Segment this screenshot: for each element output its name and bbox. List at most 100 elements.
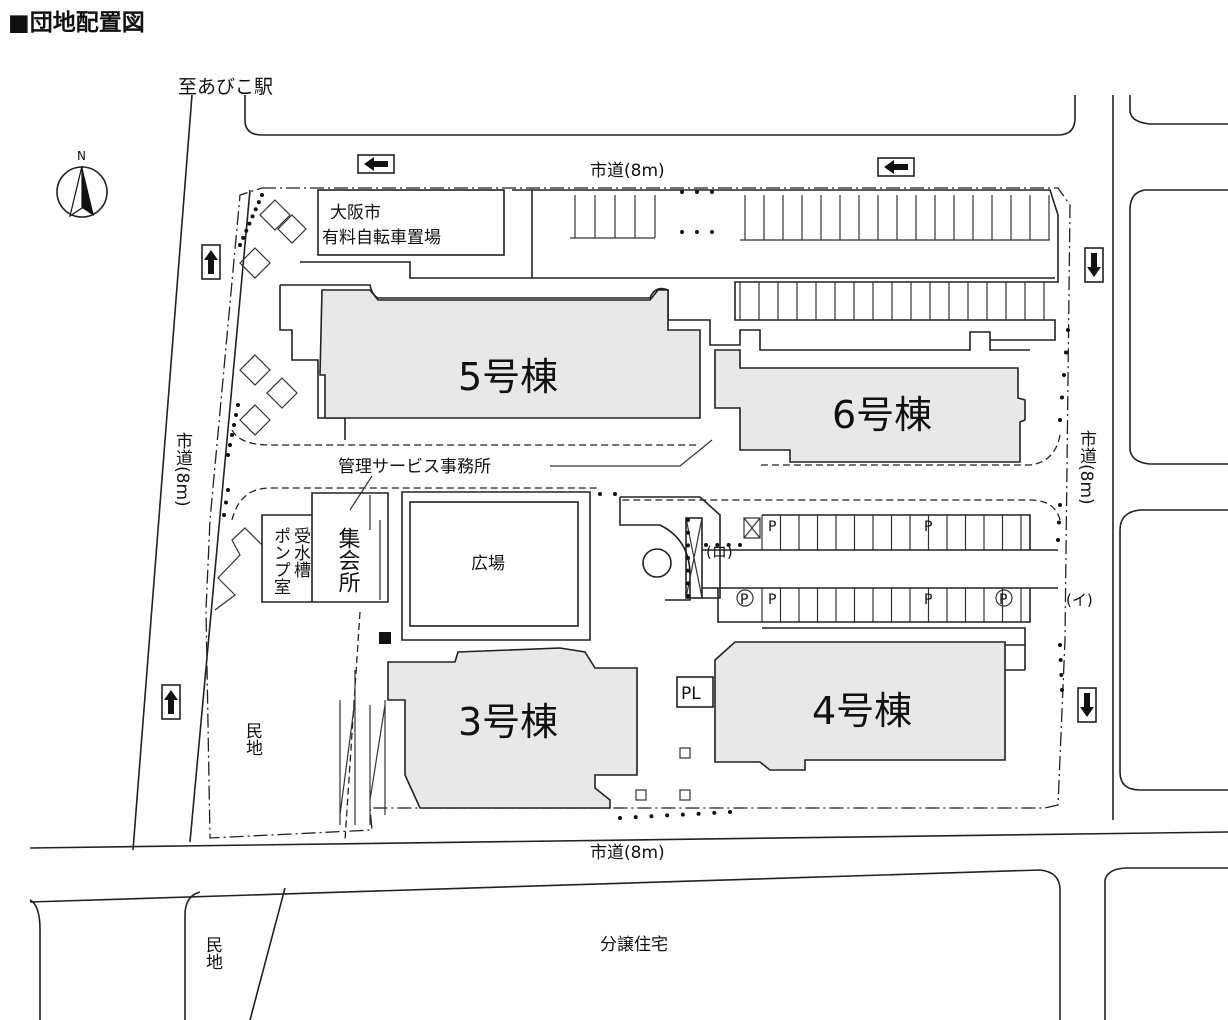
hedge-dot [710, 230, 714, 234]
hedge-dot [686, 594, 690, 598]
building-4-label: 4号棟 [812, 689, 912, 733]
plaza-label: 広場 [471, 554, 505, 574]
hedge-dot [253, 207, 258, 212]
hedge-dot [686, 543, 690, 548]
condo-label: 分譲住宅 [600, 935, 668, 955]
marker-icon [379, 632, 391, 644]
hedge-dot [1059, 673, 1064, 677]
entrance-i-label: (イ) [1066, 591, 1093, 609]
hedge-dot [260, 193, 264, 197]
hedge-dot [738, 543, 742, 547]
community-hall-label: 集会所 [335, 527, 361, 593]
hedge-dot [598, 492, 602, 496]
hedge-dot [695, 190, 699, 194]
north-compass-icon: N [56, 149, 108, 218]
hedge-dot [244, 228, 249, 233]
parking-sign: P [999, 592, 1007, 608]
parking-stalls-middle [761, 515, 1022, 622]
building-4[interactable]: 4号棟 [714, 641, 1006, 771]
hedge-dot [613, 492, 617, 496]
hedge-dot [618, 816, 622, 820]
building-3-label: 3号棟 [458, 700, 558, 744]
hedge-dot [633, 815, 638, 820]
hedge-dot [686, 518, 690, 522]
hedge-dot [686, 581, 690, 586]
plaza[interactable]: 広場 [401, 491, 591, 641]
private-land-label-1: 民地 [242, 722, 263, 756]
hedge-dot [695, 230, 699, 234]
building-3[interactable]: 3号棟 [387, 647, 638, 809]
road-label-left: 市道(8m) [172, 432, 193, 507]
hedge-dot [665, 813, 670, 818]
hedge-dot [686, 556, 690, 560]
playlot[interactable]: PL [635, 676, 714, 801]
hedge-dot [1056, 538, 1060, 542]
hedge-dot [649, 814, 654, 819]
road-label-right: 市道(8m) [1076, 430, 1097, 505]
hedge-dot [715, 543, 720, 547]
hedge-dot [1058, 503, 1062, 507]
parking-sign: P [768, 519, 776, 535]
building-6[interactable]: 6号棟 [714, 349, 1026, 463]
hedge-dot [224, 500, 228, 505]
hedge-dot [680, 812, 685, 817]
hedge-dot [1064, 350, 1068, 355]
hedge-dot [228, 443, 232, 447]
community-hall[interactable]: 集会所 受水槽 ポンプ室 [261, 492, 389, 603]
playlot-label: PL [681, 684, 701, 704]
bicycle-parking-label-2: 有料自転車置場 [322, 228, 441, 248]
parking-sign: P [768, 592, 776, 608]
bicycle-parking [239, 189, 533, 436]
hedge-dot [232, 423, 236, 427]
entrance-ro-label: (ロ) [706, 543, 733, 561]
hedge-dot [247, 221, 252, 226]
parking-sign: P [740, 592, 748, 608]
road-label-bottom: 市道(8m) [590, 843, 665, 863]
hedge-dot [222, 513, 226, 517]
hedge-dot [226, 488, 230, 492]
hedge-dot [686, 568, 690, 573]
hedge-dot [250, 214, 255, 219]
hedge-dot [686, 530, 690, 535]
hedge-dot [728, 810, 732, 814]
hedge-dot [1066, 328, 1070, 332]
hedge-dot [256, 200, 261, 205]
hedge-dot [234, 413, 238, 417]
hedge-dot [704, 543, 708, 547]
hedge-dot [680, 190, 684, 194]
road-label-top: 市道(8m) [590, 161, 665, 181]
pump-room-label: ポンプ室 [270, 527, 290, 595]
roads [29, 94, 1228, 1020]
parking-signs: P P P P P P [736, 519, 1013, 608]
hedge-dot [1060, 395, 1064, 400]
hedge-dot [238, 243, 242, 247]
building-5-label: 5号棟 [458, 355, 558, 399]
hedge-dot [680, 230, 684, 234]
hedge-dot [1058, 658, 1063, 662]
hedge-dot [1060, 688, 1064, 692]
hedge-dot [1062, 373, 1066, 377]
hedge-dot [726, 543, 731, 547]
hedge-dot [712, 810, 717, 815]
hedge-dot [1057, 520, 1061, 525]
site-boundary [205, 187, 1071, 839]
office-label: 管理サービス事務所 [338, 457, 491, 477]
parking-sign: P [924, 519, 932, 535]
direction-label: 至あびこ駅 [178, 76, 273, 98]
hedge-dot [241, 235, 246, 240]
building-5[interactable]: 5号棟 [319, 289, 701, 419]
hedge-dot [1058, 643, 1062, 647]
building-6-label: 6号棟 [832, 393, 932, 437]
map-title: ■団地配置図 [8, 10, 145, 36]
hedge-dot [226, 453, 230, 457]
parking-stalls-top [570, 195, 1050, 320]
hedge-dot [230, 433, 234, 437]
north-label: N [77, 149, 86, 163]
parking-sign: P [924, 592, 932, 608]
hedge-dots [222, 190, 1070, 820]
hedge-dot [696, 811, 701, 816]
private-land-label-2: 民地 [202, 936, 223, 970]
bicycle-parking-label-1: 大阪市 [330, 203, 381, 223]
hedge-dot [710, 190, 714, 194]
